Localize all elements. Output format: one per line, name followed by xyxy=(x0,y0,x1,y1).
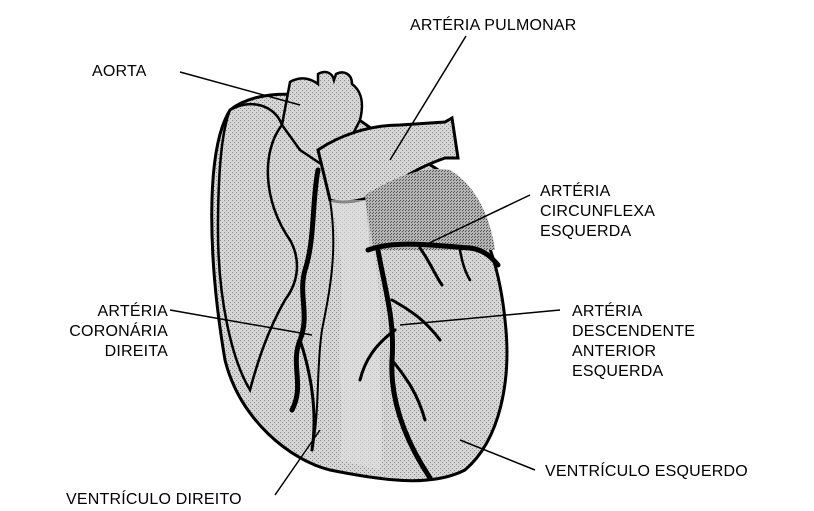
label-ventriculo-direito: VENTRÍCULO DIREITO xyxy=(66,490,242,510)
label-arteria-circunflexa: ARTÉRIA CIRCUNFLEXA ESQUERDA xyxy=(540,182,655,242)
label-aorta: AORTA xyxy=(92,62,147,82)
label-line: ARTÉRIA xyxy=(540,182,655,202)
label-line: ESQUERDA xyxy=(540,222,655,242)
label-ventriculo-esquerdo: VENTRÍCULO ESQUERDO xyxy=(545,462,748,482)
label-arteria-coronaria-direita: ARTÉRIA CORONÁRIA DIREITA xyxy=(52,302,168,362)
leader-aorta xyxy=(180,72,300,105)
label-line: CORONÁRIA xyxy=(52,322,168,342)
label-arteria-pulmonar: ARTÉRIA PULMONAR xyxy=(410,16,577,36)
label-line: CIRCUNFLEXA xyxy=(540,202,655,222)
label-arteria-descendente: ARTÉRIA DESCENDENTE ANTERIOR ESQUERDA xyxy=(572,302,695,382)
label-line: ESQUERDA xyxy=(572,362,695,382)
label-line: ARTÉRIA xyxy=(572,302,695,322)
label-line: DESCENDENTE xyxy=(572,322,695,342)
label-line: ARTÉRIA xyxy=(52,302,168,322)
label-line: DIREITA xyxy=(52,342,168,362)
label-line: ANTERIOR xyxy=(572,342,695,362)
